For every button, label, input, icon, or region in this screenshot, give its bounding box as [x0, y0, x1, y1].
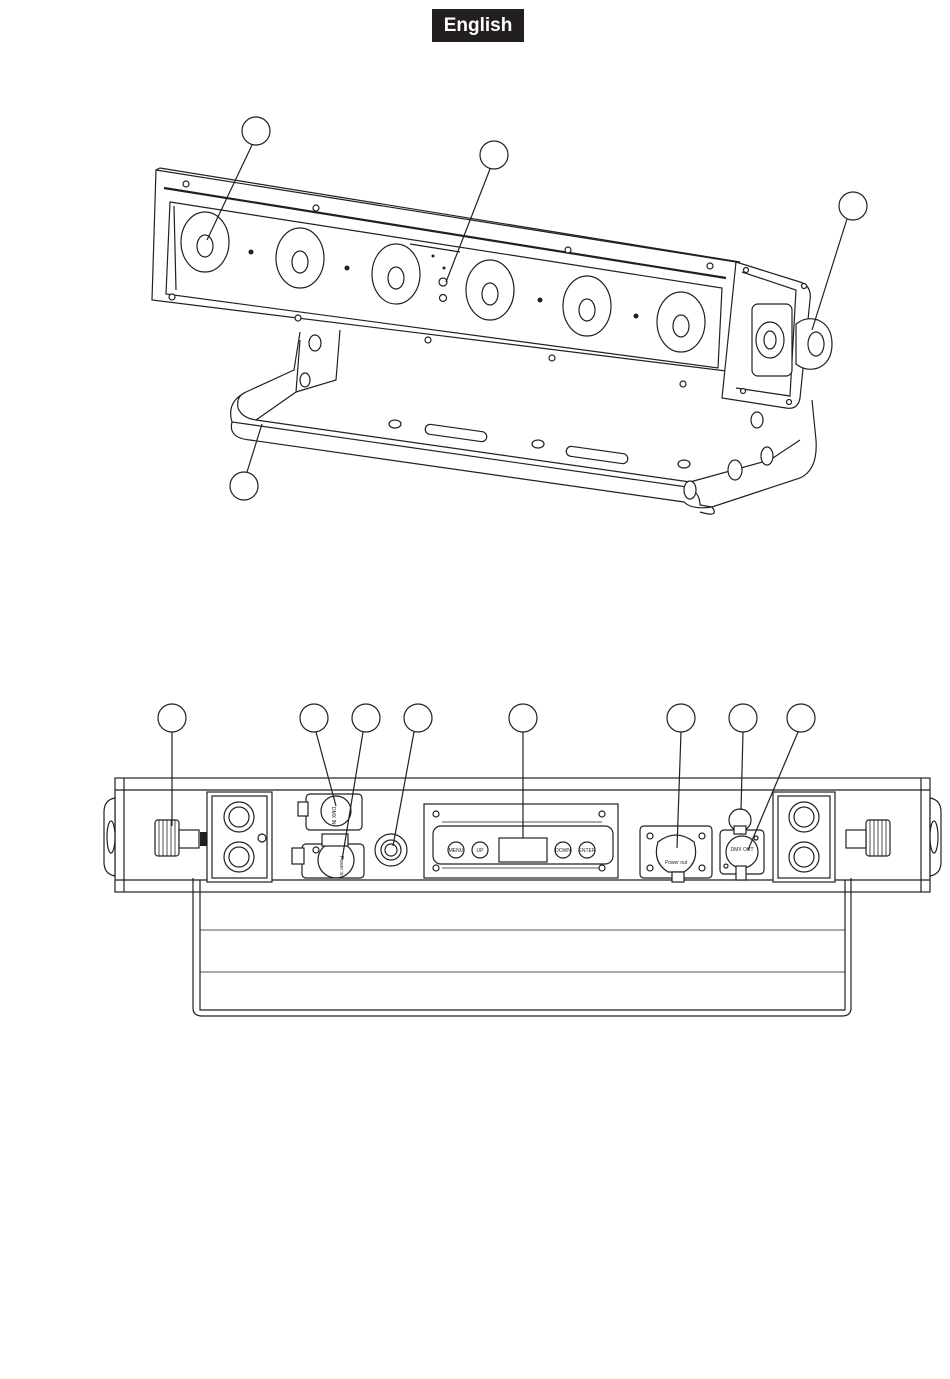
enter-button-label: ENTER — [579, 848, 596, 854]
enter-button[interactable]: ENTER — [579, 842, 596, 858]
lcd-display — [499, 838, 547, 862]
down-button[interactable]: DOWN — [555, 842, 571, 858]
connector-label: Power in — [338, 856, 344, 876]
connector-label: DMX IN — [330, 807, 336, 825]
callout-circle — [300, 704, 328, 732]
callout-circle — [839, 192, 867, 220]
up-button[interactable]: UP — [472, 842, 488, 858]
callout-circle — [352, 704, 380, 732]
up-button-label: UP — [477, 848, 485, 854]
callout-circle — [509, 704, 537, 732]
right-side-plate — [773, 792, 835, 882]
left-side-plate — [207, 792, 272, 882]
callout-circle — [404, 704, 432, 732]
callout-circle — [787, 704, 815, 732]
perspective-view — [152, 117, 867, 514]
rear-panel-view: DMX IN Power in MEN — [104, 704, 941, 1016]
callout-circle — [667, 704, 695, 732]
callout-circle — [230, 472, 258, 500]
power-out-connector[interactable]: Power out — [640, 826, 712, 882]
light-bar-housing — [152, 168, 740, 387]
fuse-holder[interactable] — [375, 834, 407, 866]
power-out-label: Power out — [665, 860, 688, 866]
callout-circle — [242, 117, 270, 145]
callout-circle — [729, 704, 757, 732]
menu-button-label: MENU — [449, 848, 464, 854]
callout-circle — [158, 704, 186, 732]
menu-button[interactable]: MENU — [448, 842, 464, 858]
end-cap — [722, 262, 832, 408]
callout-circle — [480, 141, 508, 169]
down-button-label: DOWN — [555, 848, 571, 854]
dmx-out-label: DMX OUT — [730, 847, 753, 853]
